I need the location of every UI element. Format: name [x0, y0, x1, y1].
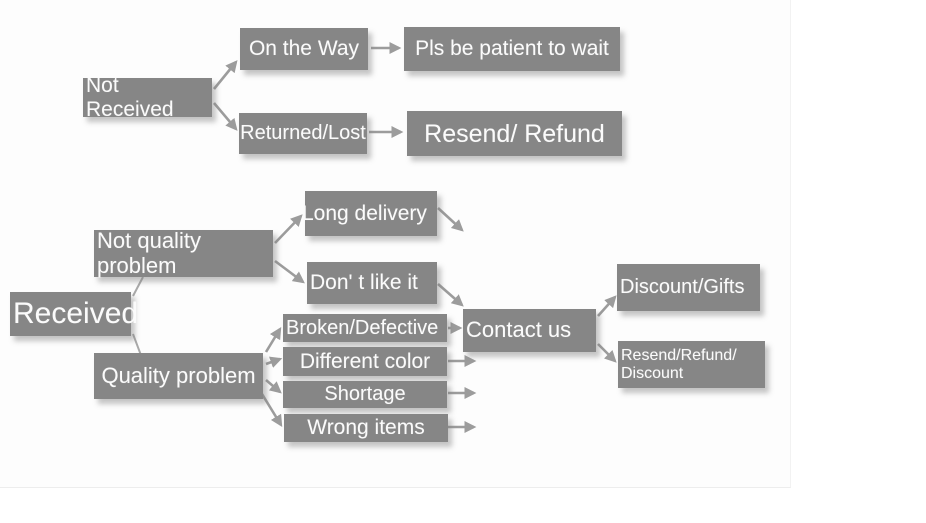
- flow-node-on-the-way: On the Way: [240, 28, 368, 70]
- flow-node-not-quality-problem: Not quality problem: [94, 228, 273, 277]
- flow-node-received: Received: [10, 292, 138, 336]
- flow-node-wrong-items: Wrong items: [284, 414, 448, 442]
- flow-node-different-color: Different color: [283, 347, 447, 376]
- flow-node-contact-us: Contact us: [463, 309, 596, 352]
- flow-node-long-delivery: Long delivery: [302, 191, 437, 236]
- flow-node-resend-refund: Resend/ Refund: [407, 111, 622, 156]
- flow-node-discount-gifts: Discount/Gifts: [617, 264, 760, 311]
- flow-node-pls-be-patient: Pls be patient to wait: [404, 27, 620, 71]
- flow-node-dont-like-it: Don' t like it: [307, 262, 437, 304]
- flow-node-not-received: Not Received: [83, 74, 212, 121]
- flow-node-returned-lost: Returned/Lost: [239, 113, 367, 154]
- flow-node-shortage: Shortage: [283, 381, 447, 408]
- flow-node-broken-defective: Broken/Defective: [283, 314, 447, 342]
- flow-node-quality-problem: Quality problem: [94, 353, 263, 399]
- flow-node-resend-refund-discount: Resend/Refund/ Discount: [618, 341, 765, 388]
